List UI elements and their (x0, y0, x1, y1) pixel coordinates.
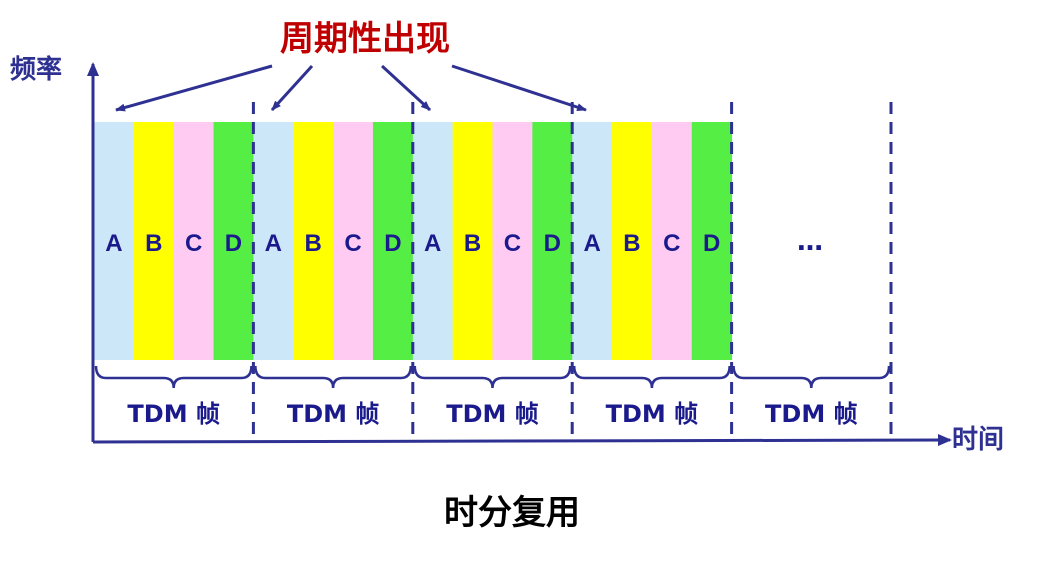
slot-letter: B (145, 230, 162, 257)
frame-brace (254, 365, 413, 389)
arrow-to-frame-3 (380, 64, 432, 112)
slot-letter: C (185, 230, 202, 257)
slot-b-frame-4 (612, 122, 653, 360)
slot-letter: B (305, 230, 322, 257)
slot-letter: A (583, 230, 600, 257)
arrow-to-frame-4 (451, 64, 587, 112)
slot-letter: A (105, 230, 122, 257)
frame-label: TDM 帧 (606, 400, 699, 428)
slot-d-frame-2 (372, 122, 414, 360)
slot-letter: B (464, 230, 481, 257)
slot-letter: D (225, 230, 242, 257)
slot-letter: D (384, 230, 401, 257)
slot-b-frame-1 (133, 122, 175, 360)
frame-labels: TDM 帧 TDM 帧 TDM 帧 TDM 帧 TDM 帧 (127, 400, 857, 428)
slot-d-frame-4 (691, 122, 733, 360)
frame-brace (732, 365, 891, 389)
slot-b-frame-2 (293, 122, 334, 360)
slot-letter: C (344, 230, 361, 257)
slot-a-frame-4 (572, 122, 613, 360)
ellipsis: … (797, 227, 823, 257)
y-axis-label: 频率 (10, 54, 62, 85)
arrow-to-frame-1 (115, 64, 273, 112)
x-axis (92, 434, 952, 447)
slot-letter: C (504, 230, 521, 257)
slot-c-frame-3 (492, 122, 533, 360)
slot-letter: D (544, 230, 561, 257)
slot-c-frame-4 (651, 122, 693, 360)
title-arrows (115, 64, 587, 112)
frame-braces (94, 365, 891, 389)
frame-brace (413, 365, 572, 389)
frame-label: TDM 帧 (287, 400, 380, 428)
slot-letter: B (623, 230, 640, 257)
slot-letter: A (265, 230, 282, 257)
slot-c-frame-1 (173, 122, 215, 360)
frame-brace (572, 365, 731, 389)
slot-a-frame-2 (253, 122, 294, 360)
time-slots (94, 122, 733, 360)
frame-label: TDM 帧 (446, 400, 539, 428)
arrow-to-frame-2 (270, 64, 314, 112)
title: 周期性出现 (280, 19, 450, 59)
x-axis-label: 时间 (952, 425, 1004, 455)
caption: 时分复用 (444, 493, 580, 533)
slot-letter: D (703, 230, 720, 257)
slot-a-frame-3 (412, 122, 454, 360)
frame-label: TDM 帧 (127, 400, 220, 428)
frame-dividers (251, 102, 893, 434)
frame-brace (94, 365, 253, 389)
frame-label: TDM 帧 (765, 400, 858, 428)
slot-c-frame-2 (333, 122, 374, 360)
slot-letter: C (663, 230, 680, 257)
slot-b-frame-3 (452, 122, 493, 360)
slot-a-frame-1 (94, 122, 135, 360)
slot-letter: A (424, 230, 441, 257)
slot-d-frame-3 (532, 122, 573, 360)
slot-d-frame-1 (213, 122, 254, 360)
